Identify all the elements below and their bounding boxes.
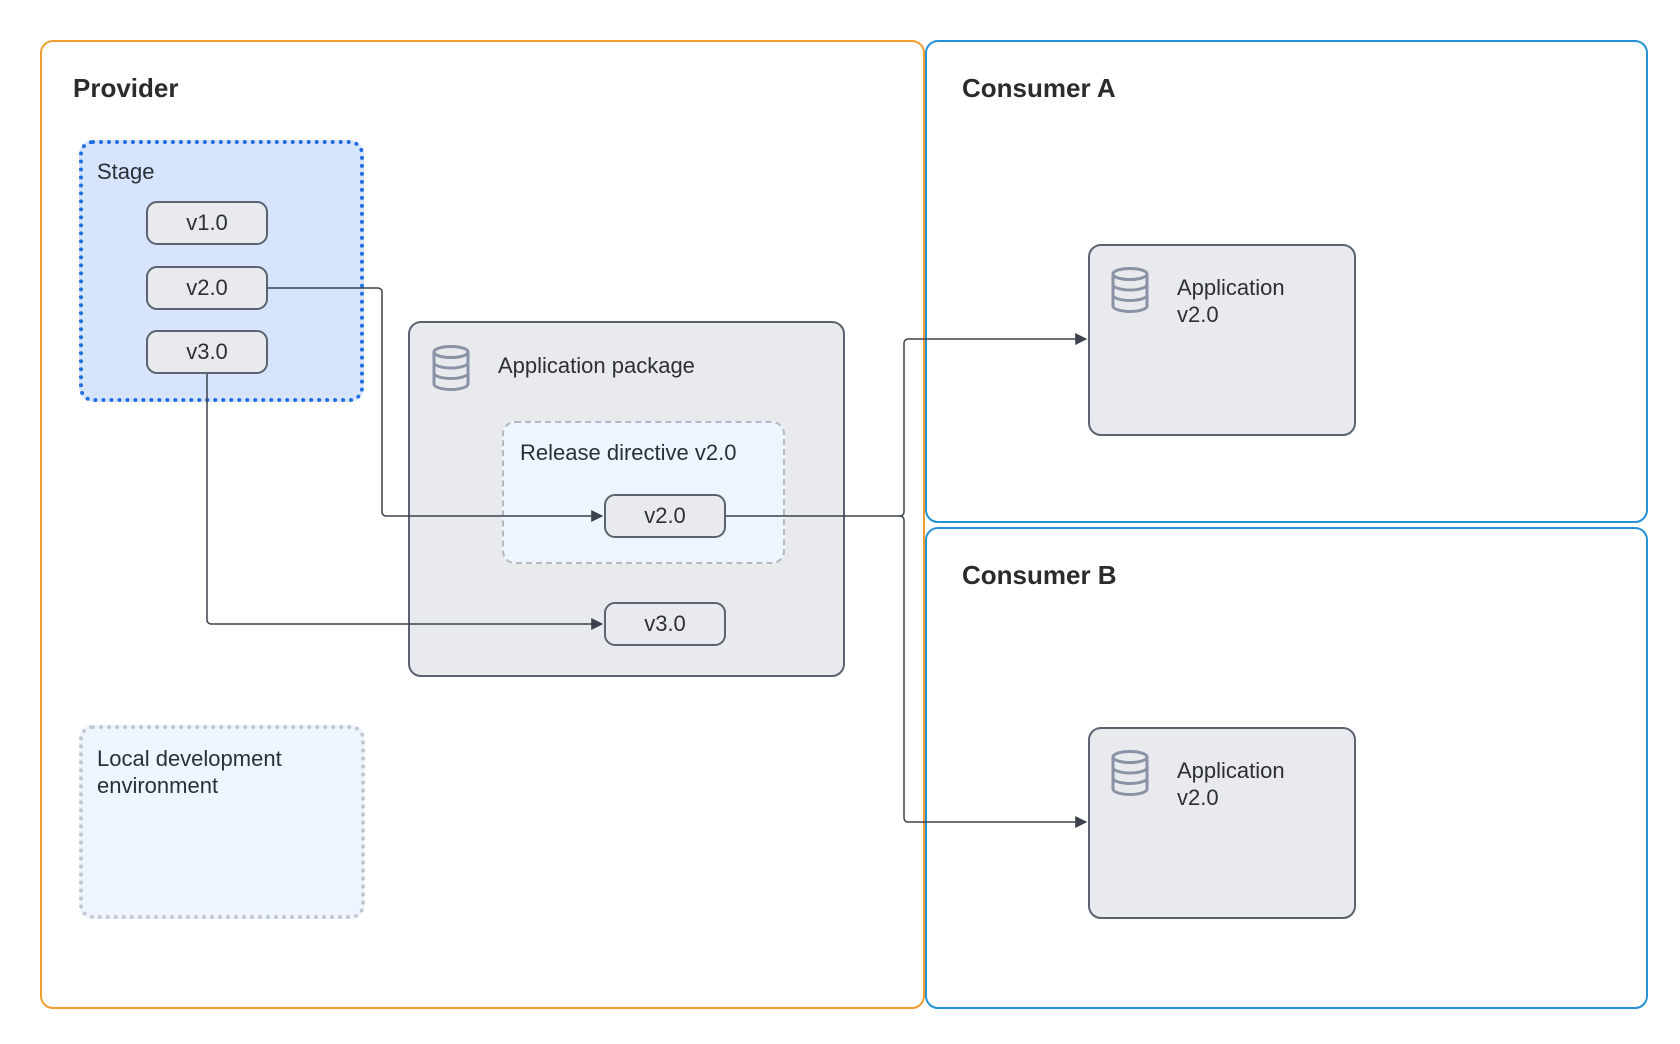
local-dev-environment: [79, 725, 365, 919]
connector-release-to-consumer-a: [726, 333, 1088, 517]
consumer-b-application: [1088, 727, 1356, 919]
release-directive: [502, 421, 785, 564]
consumer-b-title: Consumer B: [962, 560, 1117, 590]
consumer-a-application: [1088, 244, 1356, 436]
consumer-a-title: Consumer A: [962, 73, 1116, 103]
stage-label: Stage: [97, 159, 155, 184]
consumer-b-app-version: v2.0: [1177, 785, 1219, 810]
package-version-v2[interactable]: v2.0: [604, 494, 726, 538]
application-package-label: Application package: [498, 353, 695, 378]
connector-release-to-consumer-b: [899, 515, 1088, 828]
consumer-a-app-version: v2.0: [1177, 302, 1219, 327]
package-version-v3[interactable]: v3.0: [604, 602, 726, 646]
provider-title: Provider: [73, 73, 179, 103]
consumer-a-app-name: Application: [1177, 275, 1285, 300]
release-directive-label: Release directive v2.0: [520, 440, 737, 465]
consumer-b-app-name: Application: [1177, 758, 1285, 783]
stage-version-v3[interactable]: v3.0: [146, 330, 268, 374]
database-icon: [430, 344, 472, 392]
connector-stage-v2-to-release: [268, 287, 604, 522]
connector-stage-v3-to-package: [206, 374, 604, 630]
stage-version-v2[interactable]: v2.0: [146, 266, 268, 310]
stage-version-v1[interactable]: v1.0: [146, 201, 268, 245]
database-icon: [1109, 749, 1151, 797]
local-env-label-line1: Local development: [97, 746, 282, 771]
database-icon: [1109, 266, 1151, 314]
local-env-label-line2: environment: [97, 773, 219, 798]
